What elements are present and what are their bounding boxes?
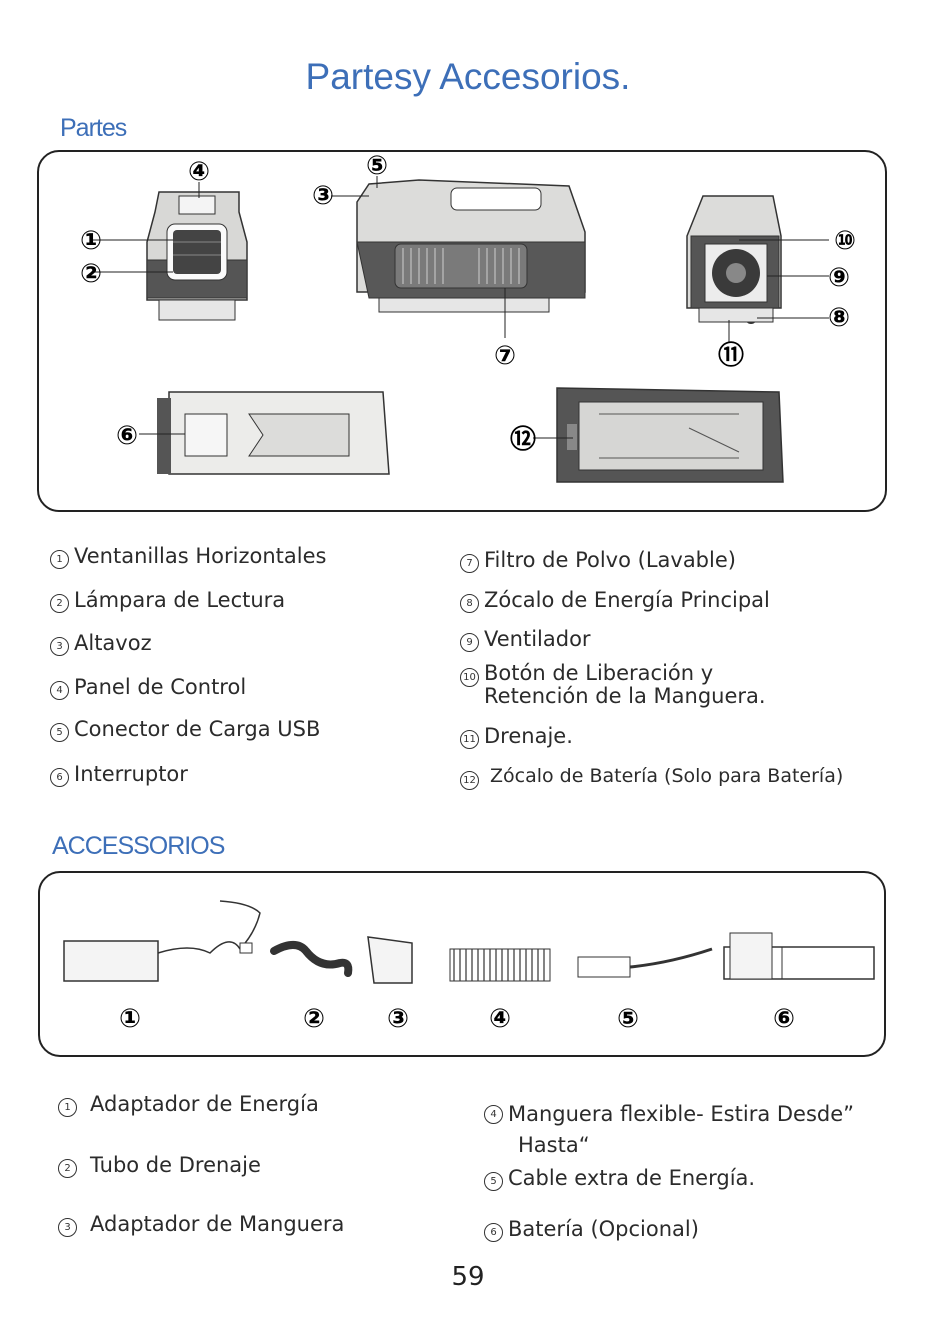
unit-top-view — [139, 391, 390, 475]
callout-7: ⑦ — [494, 341, 516, 371]
callout-1: ① — [80, 226, 102, 256]
part-item-10: 10 Botón de Liberación y Retención de la… — [460, 662, 766, 708]
battery-illustration — [723, 932, 875, 980]
flexible-hose-illustration — [449, 948, 551, 982]
page-title: Partesy Accesorios. — [305, 56, 631, 97]
parts-diagram: ④ ⑤ ③ ① ② ⑩ ⑨ ⑧ ⑦ ⑪ ⑥ ⑫ — [80, 151, 856, 483]
acc-callout-6: ⑥ — [773, 1004, 795, 1034]
parts-heading: Partes — [60, 114, 127, 142]
acc-callout-3: ③ — [387, 1004, 409, 1034]
unit-front-view — [91, 182, 248, 321]
unit-bottom-view — [533, 387, 784, 483]
page-number: 59 — [451, 1262, 485, 1292]
unit-back-view — [686, 195, 829, 342]
acc-callout-5: ⑤ — [617, 1004, 639, 1034]
callout-5: ⑤ — [366, 152, 388, 181]
callout-8: ⑧ — [828, 303, 850, 333]
callout-2: ② — [80, 259, 102, 289]
acc-callout-1: ① — [119, 1004, 141, 1034]
power-adapter-illustration — [63, 900, 261, 982]
drain-tube-illustration — [270, 941, 353, 977]
accessories-diagram: ① ② ③ ④ ⑤ ⑥ — [63, 900, 875, 1034]
callout-3: ③ — [312, 181, 334, 211]
accessories-heading: ACCESSORIOS — [52, 832, 225, 860]
accessories-diagram-frame: ① ② ③ ④ ⑤ ⑥ — [38, 871, 886, 1057]
acc-callout-2: ② — [303, 1004, 325, 1034]
callout-4: ④ — [188, 157, 210, 187]
callout-9: ⑨ — [828, 263, 850, 293]
callout-6: ⑥ — [116, 421, 138, 451]
acc-callout-4: ④ — [489, 1004, 511, 1034]
unit-side-view — [331, 176, 586, 338]
extra-power-cable-illustration — [577, 947, 713, 978]
parts-diagram-frame: ④ ⑤ ③ ① ② ⑩ ⑨ ⑧ ⑦ ⑪ ⑥ ⑫ — [37, 150, 887, 512]
hose-adapter-illustration — [367, 936, 413, 984]
callout-11: ⑪ — [718, 340, 744, 371]
accessory-item-4: 4 Manguera flexible- Estira Desde” Hasta… — [484, 1099, 854, 1161]
callout-12: ⑫ — [510, 424, 536, 455]
callout-10: ⑩ — [834, 226, 856, 256]
